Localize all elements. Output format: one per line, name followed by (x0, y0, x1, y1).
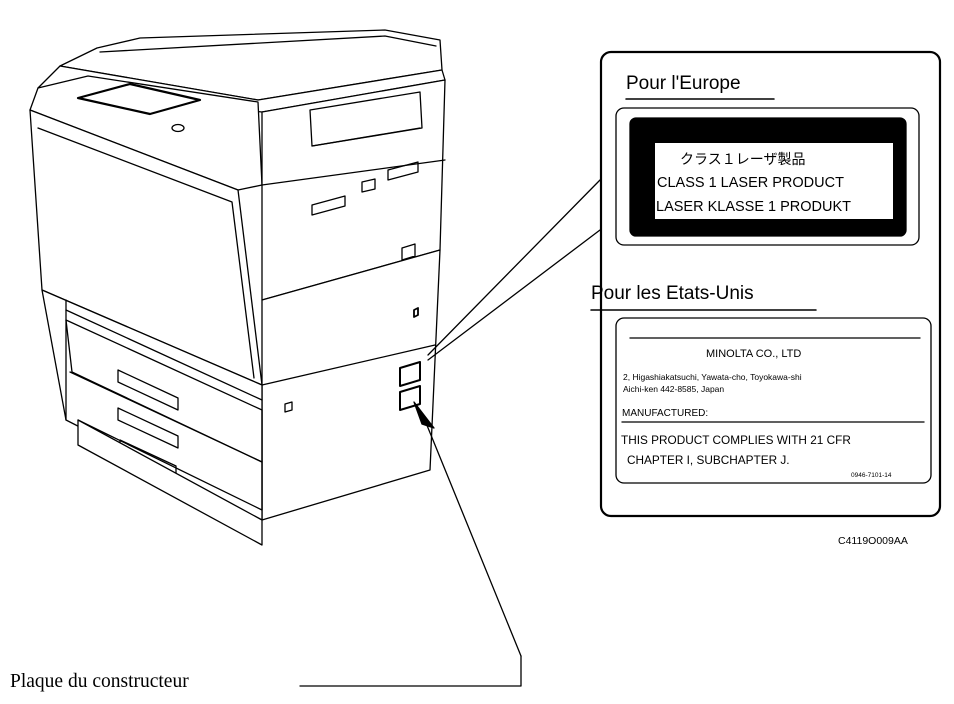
power-button (171, 123, 185, 133)
drawer-handle (117, 369, 179, 411)
manufacturer-label (615, 317, 932, 484)
compliance-line-2: CHAPTER I, SUBCHAPTER J. (627, 453, 790, 467)
address-line-2: Aichi-ken 442-8585, Japan (623, 384, 725, 394)
caption: Plaque du constructeur (10, 671, 189, 692)
address-line-1: 2, Higashiakatsuchi, Yawata-cho, Toyokaw… (623, 372, 802, 382)
display-screen (76, 82, 202, 116)
laser-class-german: LASER KLASSE 1 PRODUKT (656, 199, 852, 215)
manufactured-label: MANUFACTURED: (622, 408, 709, 419)
printer-illustration (29, 29, 446, 546)
compliance-line-1: THIS PRODUCT COMPLIES WITH 21 CFR (621, 433, 851, 447)
figure-code: C4119O009AA (838, 535, 908, 547)
part-number: 0946-7101-14 (851, 472, 892, 479)
arrow-head (413, 401, 435, 429)
us-heading: Pour les Etats-Unis (591, 283, 754, 304)
exit-tray (309, 91, 423, 147)
europe-heading: Pour l'Europe (626, 73, 741, 94)
manufacturer-name: MINOLTA CO., LTD (706, 348, 802, 360)
rating-plate (399, 361, 421, 387)
laser-class-english: CLASS 1 LASER PRODUCT (657, 175, 844, 191)
laser-class-japanese: クラス１レーザ製品 (680, 151, 806, 167)
